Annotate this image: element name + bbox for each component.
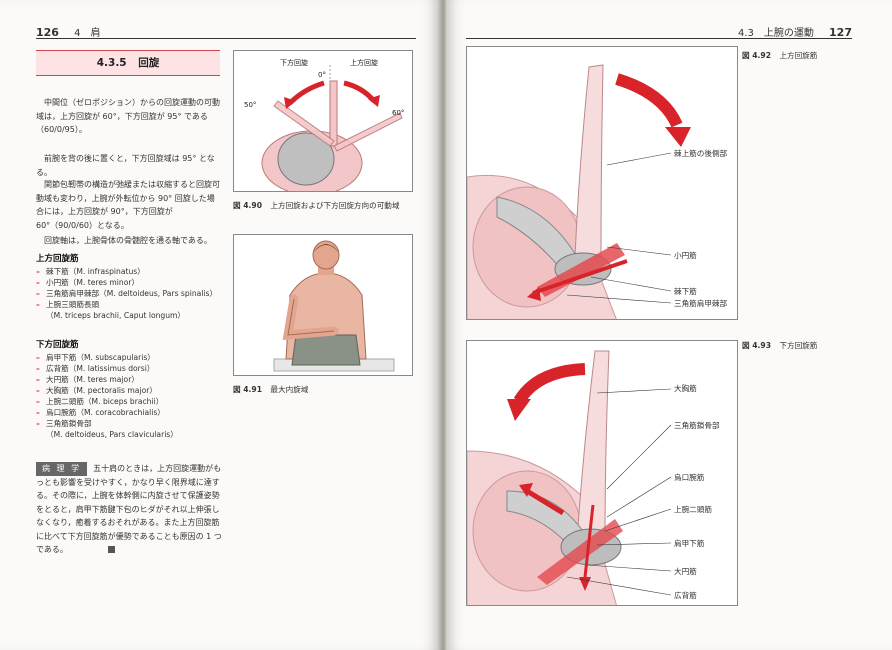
list-item: –烏口腕筋（M. coracobrachialis） [36,408,165,417]
pathology-text: 五十肩のときは，上方回旋運動がもっとも影響を受けやすく，かなり早く限界域に達する… [36,464,222,554]
rotation-range-illustration: 下方回旋 上方回旋 0° 50° 60° [244,58,404,191]
chapter-label: 4 肩 [74,28,101,39]
label-0-deg: 0° [318,71,326,79]
figure-4-92 [466,46,738,320]
list-item-continuation: （M. deltoideus, Pars clavicularis） [46,430,178,439]
max-internal-rotation-illustration [273,240,395,372]
left-head-rule [36,38,416,39]
end-mark-icon [107,546,115,553]
list-item: –広背筋（M. latissimus dorsi） [36,364,155,373]
label-subscapularis: 肩甲下筋 [674,539,705,548]
lower-rotators-title: 下方回旋筋 [36,340,79,350]
paragraph-3: 関節包靭帯の構造が弛緩または収縮すると回旋可動域も変わり，上腕が外転位から 90… [36,180,220,230]
figure-4-93 [466,340,738,606]
upper-rotators-title: 上方回旋筋 [36,254,79,264]
label-infraspinatus: 棘下筋 [674,287,697,296]
label-teres-minor: 小円筋 [674,251,697,260]
figure-4-90: 下方回旋 上方回旋 0° 50° 60° [233,50,413,192]
list-item: –棘下筋（M. infraspinatus） [36,267,145,276]
lower-rotator-muscles-illustration [467,350,672,605]
list-item: –大胸筋（M. pectoralis major） [36,386,157,395]
right-head-rule [466,38,852,39]
list-item: –小円筋（M. teres minor） [36,278,140,287]
section-title: 回旋 [138,57,160,69]
label-deltoid-clavicular: 三角筋鎖骨部 [674,421,720,430]
label-50-deg: 50° [244,101,256,109]
label-60-deg: 60° [392,109,404,117]
figure-4-91 [233,234,413,376]
label-pectoralis-major: 大胸筋 [674,384,697,393]
lower-rotators-list: –肩甲下筋（M. subscapularis） –広背筋（M. latissim… [36,352,226,440]
book-gutter [438,0,448,650]
figure-4-91-caption: 図 4.91 最大内旋域 [233,385,309,394]
figure-4-92-caption: 図 4.92 上方回旋筋 [742,51,818,60]
section-number: 4.3.5 [96,57,127,69]
figure-4-93-caption: 図 4.93 下方回旋筋 [742,341,818,350]
running-head-title: 4.3 上腕の運動 [737,28,814,39]
list-item-continuation: （M. triceps brachii, Caput longum） [46,311,186,320]
list-item: –三角筋鎖骨部 [36,419,92,428]
list-item: –上腕二頭筋（M. biceps brachii） [36,397,164,406]
upper-rotator-muscles-illustration [467,64,691,319]
label-biceps: 上腕二頭筋 [674,505,712,514]
paragraph-4: 回旋軸は，上腕骨体の骨髄腔を通る軸である。 [44,236,212,245]
label-up-rotation: 上方回旋 [350,58,378,67]
list-item: –大円筋（M. teres major） [36,375,139,384]
left-page-number: 126 [36,26,59,39]
pathology-label: 病 理 学 [36,462,88,476]
pathology-box: 病 理 学五十肩のときは，上方回旋運動がもっとも影響を受けやすく，かなり早く限界… [36,462,222,557]
paragraph-2: 前腕を背の後に置くと，下方回旋域は 95° となる。 [36,154,215,177]
list-item: –上腕三頭筋長頭 [36,300,100,309]
left-page: 126 4 肩 4.3.5 回旋 中間位（ゼロポジション）からの回旋運動の可動域… [0,0,440,650]
label-teres-major: 大円筋 [674,567,697,576]
section-heading: 4.3.5 回旋 [36,50,220,76]
paragraph-1: 中間位（ゼロポジション）からの回旋運動の可動域は，上方回旋が 60°，下方回旋が… [36,98,220,134]
upper-rotators-list: –棘下筋（M. infraspinatus） –小円筋（M. teres min… [36,266,226,321]
right-page-number: 127 [829,26,852,39]
left-running-head: 126 4 肩 [36,24,101,39]
figure-4-90-caption: 図 4.90 上方回旋および下方回旋方向の可動域 [233,201,400,210]
list-item: –肩甲下筋（M. subscapularis） [36,353,155,362]
list-item: –三角筋肩甲棘部（M. deltoideus, Pars spinalis） [36,289,218,298]
label-coracobrachialis: 烏口腕筋 [674,473,705,482]
label-down-rotation: 下方回旋 [280,58,308,67]
label-supraspinatus-posterior: 棘上筋の後側部 [674,149,728,158]
right-running-head: 4.3 上腕の運動 127 [738,24,852,39]
label-deltoid-spinal: 三角筋肩甲棘部 [674,299,728,308]
label-latissimus-dorsi: 広背筋 [674,591,697,600]
right-page: 4.3 上腕の運動 127 図 4.92 [446,0,892,650]
